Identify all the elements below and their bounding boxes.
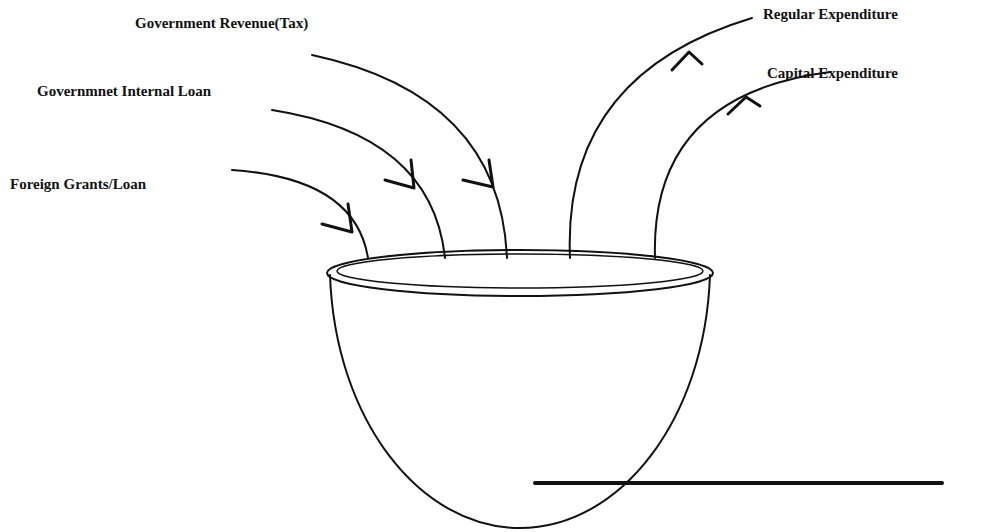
inflow-arrow (232, 170, 368, 258)
outflow-arrow (570, 18, 752, 258)
flow-label: Regular Expenditure (763, 5, 898, 23)
flow-label: Governmnet Internal Loan (37, 82, 211, 100)
bowl-inner-rim (337, 254, 703, 288)
inflow-arrow (272, 110, 445, 258)
arrow-head (385, 160, 414, 188)
flow-label: Foreign Grants/Loan (10, 175, 146, 193)
flow-label: Capital Expenditure (767, 64, 898, 82)
flow-label: Government Revenue(Tax) (135, 14, 308, 32)
rule-line (535, 481, 942, 485)
arrow-head (322, 204, 352, 232)
arrow-head (728, 97, 760, 114)
outflow-arrow (655, 72, 830, 258)
inflow-arrow (312, 55, 507, 258)
bowl-body (330, 275, 710, 528)
arrow-head (463, 160, 493, 187)
arrow-head (672, 52, 702, 70)
